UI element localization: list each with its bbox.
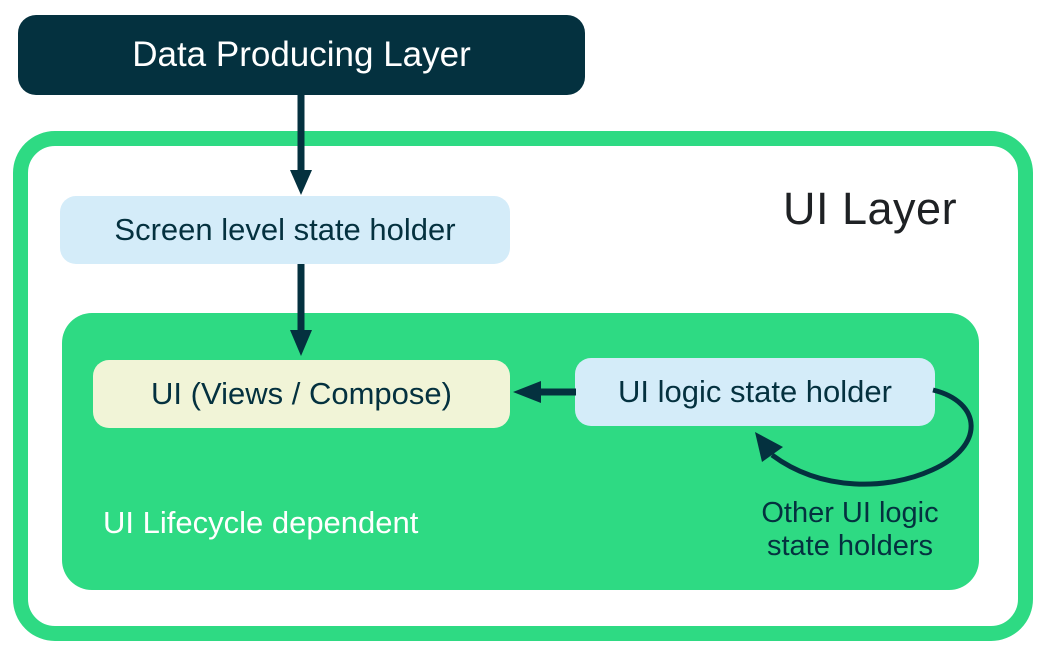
other-ui-logic-note: Other UI logic state holders <box>761 497 939 563</box>
ui-logic-state-holder-box: UI logic state holder <box>575 358 935 426</box>
lifecycle-caption: UI Lifecycle dependent <box>103 505 419 540</box>
ui-views-compose-box: UI (Views / Compose) <box>93 360 510 428</box>
ui-logic-state-holder-label: UI logic state holder <box>618 374 892 409</box>
screen-level-state-holder-box: Screen level state holder <box>60 196 510 264</box>
screen-level-state-holder-label: Screen level state holder <box>114 212 456 247</box>
data-producing-layer-label: Data Producing Layer <box>132 35 471 74</box>
ui-views-compose-label: UI (Views / Compose) <box>151 376 452 411</box>
data-producing-layer-box: Data Producing Layer <box>18 15 585 95</box>
ui-layer-title: UI Layer <box>783 183 958 234</box>
